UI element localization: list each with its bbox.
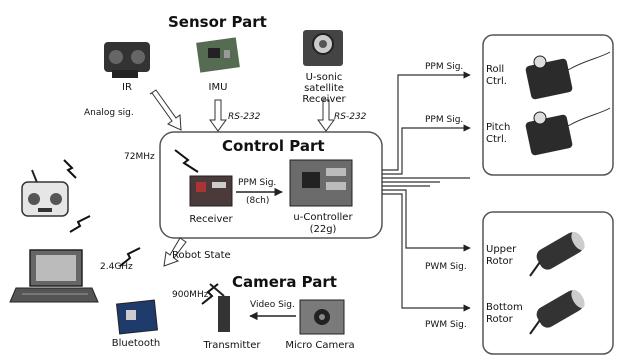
rs232-right-label: RS-232	[334, 112, 366, 123]
bottom-rotor-label-2: Rotor	[486, 314, 513, 325]
motor-icon	[530, 229, 587, 276]
rc-transmitter-icon	[22, 170, 68, 216]
video-sig-label: Video Sig.	[250, 300, 295, 311]
ppm-sig-label: PPM Sig.	[238, 178, 276, 189]
ground-station-laptop-icon	[10, 250, 98, 302]
transmitter-label: Transmitter	[203, 340, 260, 351]
analog-sig-label: Analog sig.	[84, 108, 134, 119]
imu-label: IMU	[209, 82, 228, 93]
wireless-link-icon	[64, 150, 218, 304]
ir-sensor-icon	[104, 42, 150, 78]
roll-label-1: Roll	[486, 64, 504, 75]
ppm-sig-pitch-label: PPM Sig.	[425, 115, 463, 126]
bluetooth-label: Bluetooth	[112, 338, 161, 349]
bottom-rotor-label-1: Bottom	[486, 302, 523, 313]
upper-rotor-label-2: Rotor	[486, 256, 513, 267]
signal-bus	[382, 75, 470, 308]
ppm-sig-roll-label: PPM Sig.	[425, 62, 463, 73]
pwm-sig-upper-label: PWM Sig.	[425, 262, 467, 273]
micro-camera-label: Micro Camera	[285, 340, 354, 351]
rs232-left-label: RS-232	[228, 112, 260, 123]
rotor-box	[483, 212, 613, 354]
motor-icon	[530, 287, 587, 334]
weight-label: (22g)	[310, 224, 337, 235]
roll-label-2: Ctrl.	[486, 76, 507, 87]
micro-camera-icon	[300, 300, 344, 334]
robot-state-label: Robot State	[172, 250, 231, 261]
controller-board-icon	[290, 160, 352, 206]
camera-part-title: Camera Part	[232, 274, 337, 290]
usonic-label-2: satellite	[304, 83, 344, 94]
freq-24-label: 2.4GHz	[100, 262, 133, 273]
freq-900-label: 900MHz	[172, 290, 208, 301]
receiver-board-icon	[190, 176, 232, 206]
receiver-label: Receiver	[189, 214, 232, 225]
ultrasonic-sensor-icon	[303, 30, 343, 66]
ppm-ch-label: (8ch)	[246, 196, 269, 207]
ucontroller-label: u-Controller	[293, 212, 352, 223]
upper-rotor-label-1: Upper	[486, 244, 516, 255]
servo-box	[483, 35, 613, 175]
servo-icon	[525, 52, 610, 100]
sensor-part-title: Sensor Part	[168, 14, 267, 30]
camera-transmitter-icon	[210, 284, 230, 332]
bluetooth-module-icon	[117, 300, 158, 334]
servo-icon	[525, 108, 610, 156]
control-part-title: Control Part	[222, 138, 325, 154]
usonic-label-3: Receiver	[302, 94, 345, 105]
freq-72-label: 72MHz	[124, 152, 155, 163]
pitch-label-1: Pitch	[486, 122, 510, 133]
ir-label: IR	[122, 82, 132, 93]
pwm-sig-bottom-label: PWM Sig.	[425, 320, 467, 331]
pitch-label-2: Ctrl.	[486, 134, 507, 145]
usonic-label-1: U-sonic	[306, 72, 343, 83]
imu-board-icon	[196, 37, 240, 72]
